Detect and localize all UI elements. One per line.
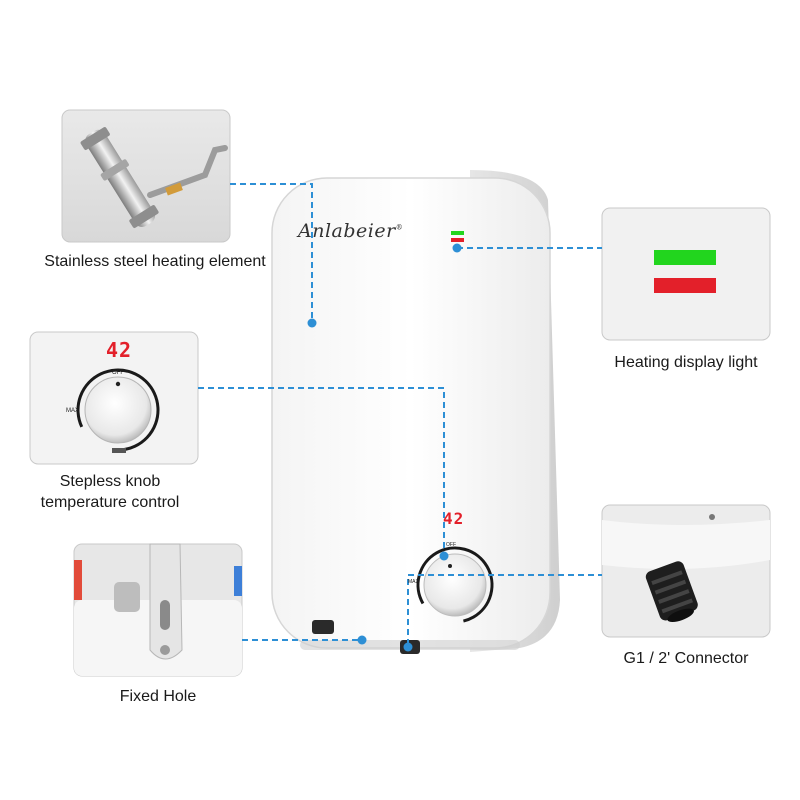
photo-heating-element	[61, 109, 231, 243]
body-knob-ring	[416, 546, 494, 624]
caption-heating-element: Stainless steel heating element	[10, 251, 300, 272]
body-indicator-red	[451, 238, 464, 242]
body-indicator-green	[451, 231, 464, 235]
leader-knob	[198, 387, 445, 555]
leader-endpoints	[307, 243, 462, 652]
brand-name: Anlabeier	[298, 220, 396, 242]
leader-lines	[198, 183, 602, 645]
caption-line: Fixed Hole	[119, 688, 197, 705]
caption-line: Heating display light	[614, 354, 758, 371]
caption-knob: Stepless knob temperature control	[0, 471, 220, 513]
indicator-red-bar	[654, 278, 716, 293]
caption-line: temperature control	[40, 494, 180, 511]
bottom-pipe-left	[312, 620, 334, 634]
water-heater	[271, 170, 560, 654]
caption-display-light: Heating display light	[586, 352, 786, 373]
caption-connector: G1 / 2' Connector	[586, 648, 786, 669]
trademark-symbol: ®	[395, 223, 404, 232]
threaded-connector	[645, 561, 698, 622]
caption-line: Stepless knob	[59, 473, 161, 490]
inset-led-display: 42	[106, 338, 133, 362]
caption-fixed-hole: Fixed Hole	[68, 686, 248, 707]
body-knob-max-label: MAX	[408, 579, 420, 585]
body-led-display: 42	[443, 509, 465, 528]
indicator-green-bar	[654, 250, 716, 265]
caption-line: G1 / 2' Connector	[623, 650, 749, 667]
body-knob-off-label: OFF	[446, 542, 456, 548]
photo-connector	[601, 504, 771, 638]
body-knob	[423, 553, 487, 617]
leader-heating-element	[230, 183, 313, 322]
inset-knob	[84, 376, 152, 444]
inset-knob-off-label: OFF	[112, 370, 124, 376]
brand-logo: Anlabeier®	[298, 220, 403, 242]
photo-display-light	[601, 207, 771, 341]
body-knob-dot	[448, 564, 452, 568]
leader-connector	[407, 574, 602, 645]
caption-line: Stainless steel heating element	[44, 253, 266, 270]
inset-knob-max-label: MAX	[66, 408, 79, 414]
photo-fixed-hole	[73, 543, 243, 677]
photo-knob	[29, 331, 199, 465]
